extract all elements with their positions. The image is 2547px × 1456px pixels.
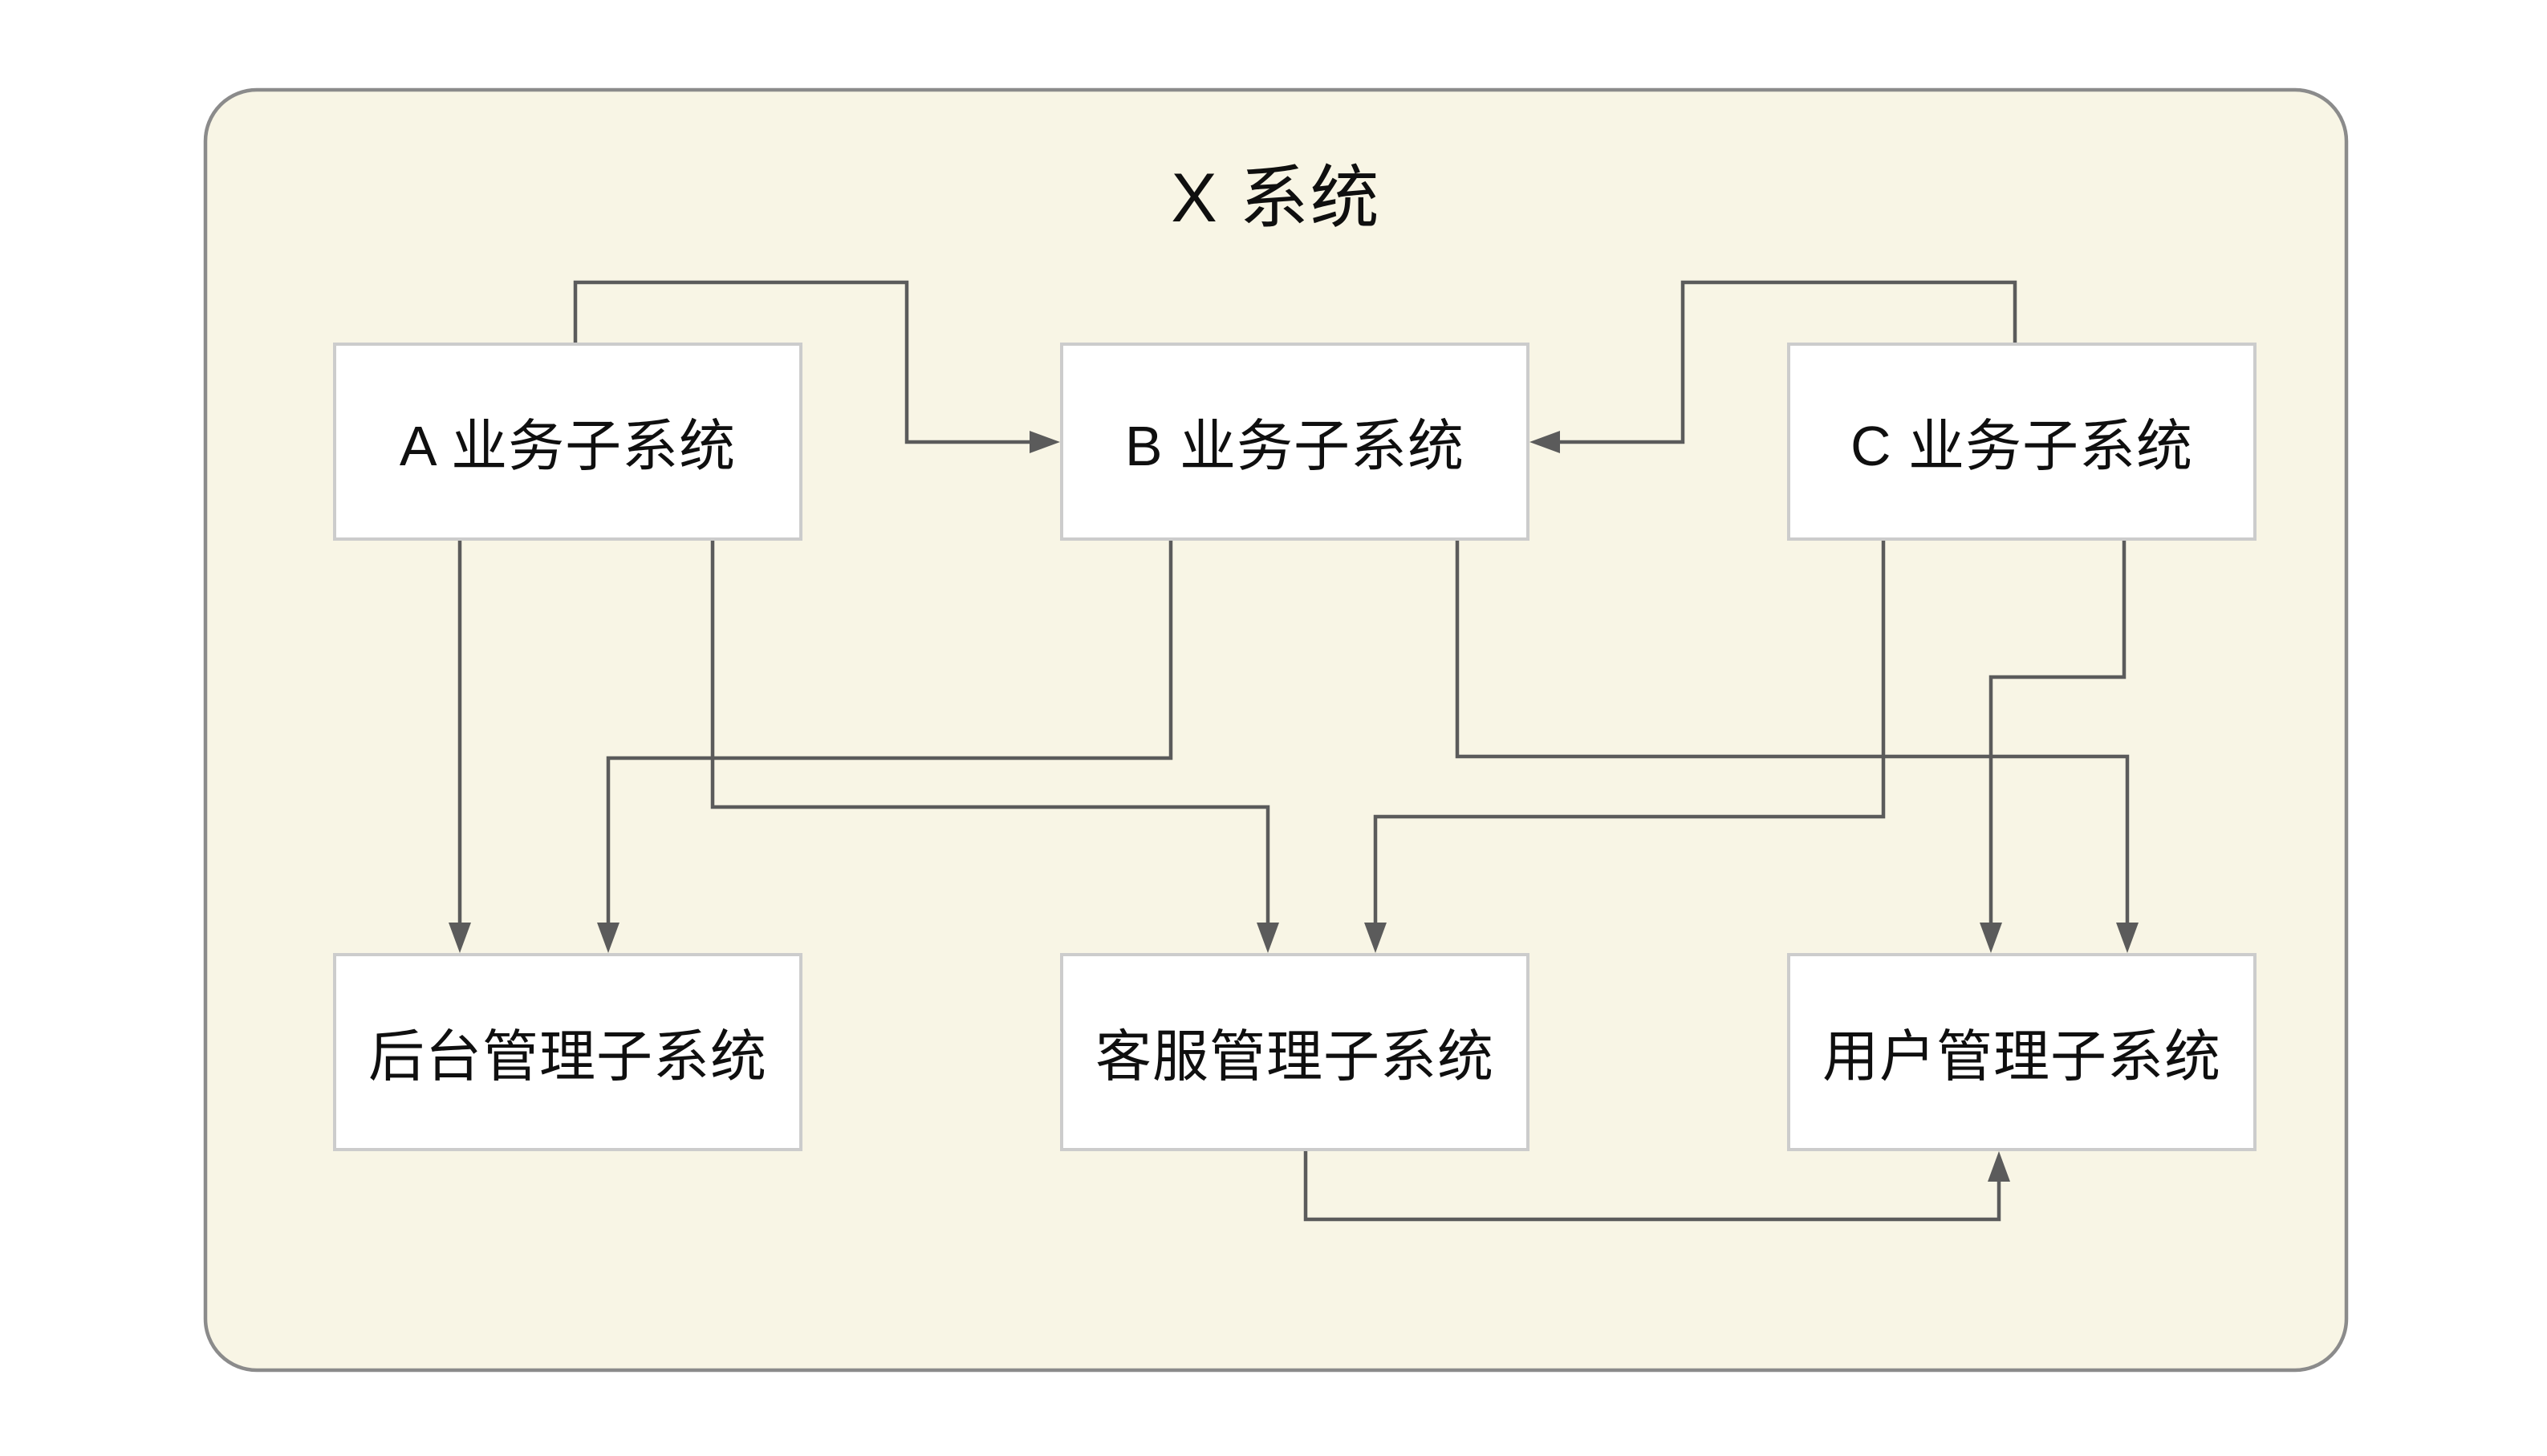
node-label: 后台管理子系统 [368,1025,767,1088]
arrowhead-up-icon [1988,1151,2010,1182]
node-label: B 业务子系统 [1124,415,1465,477]
arrowhead-right-icon [1030,431,1060,453]
arrowhead-down-icon [1980,923,2002,953]
arrowhead-left-icon [1529,431,1560,453]
edge-c-to-user [1980,541,2127,953]
node-c-business-subsystem: C 业务子系统 [1787,343,2257,541]
system-title: X 系统 [1171,160,1381,237]
node-label: 用户管理子系统 [1822,1025,2221,1088]
arrowhead-down-icon [2116,923,2139,953]
node-label: C 业务子系统 [1850,415,2193,477]
arrowhead-down-icon [597,923,619,953]
arrowhead-down-icon [1257,923,1279,953]
edge-a-to-service [710,541,1279,953]
arrowhead-down-icon [449,923,471,953]
node-label: A 业务子系统 [399,415,737,477]
node-b-business-subsystem: B 业务子系统 [1060,343,1529,541]
node-label: 客服管理子系统 [1095,1025,1494,1088]
node-backend-management-subsystem: 后台管理子系统 [333,953,802,1151]
node-user-management-subsystem: 用户管理子系统 [1787,953,2257,1151]
edge-service-to-user [1303,1151,2010,1222]
edge-c-to-b [1529,280,2017,453]
edge-a-to-backend [449,541,471,953]
edge-b-to-user [1455,541,2139,953]
edge-c-to-service [1364,541,1886,953]
arrowhead-down-icon [1364,923,1387,953]
system-container-box [203,87,2349,1373]
node-a-business-subsystem: A 业务子系统 [333,343,802,541]
edge-a-to-b [573,280,1060,453]
edge-b-to-backend [597,541,1173,953]
node-customer-service-management-subsystem: 客服管理子系统 [1060,953,1529,1151]
